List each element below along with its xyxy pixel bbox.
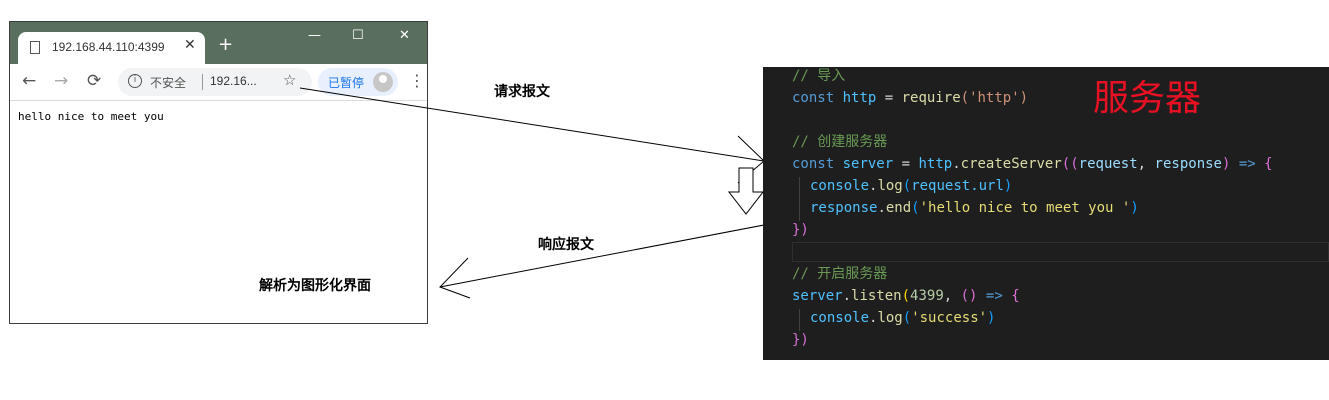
operator: = [884, 90, 894, 106]
keyword: const [792, 90, 835, 106]
function-name: log [877, 178, 903, 194]
paren: ) [987, 310, 996, 326]
keyword: const [792, 156, 835, 172]
punctuation: , [1137, 156, 1147, 172]
punctuation: . [842, 288, 852, 304]
browser-toolbar: ← → ⟳ i 不安全 192.16... ☆ 已暂停 ⋮ [10, 64, 427, 101]
brace: { [1264, 156, 1273, 172]
avatar-icon [373, 72, 393, 92]
tab-close-icon[interactable]: ✕ [184, 37, 196, 53]
new-tab-button[interactable]: + [218, 34, 234, 55]
number: 4399 [910, 288, 944, 304]
indent-guide [799, 309, 800, 331]
identifier: response [810, 200, 878, 216]
string: 'hello nice to meet you ' [919, 200, 1131, 216]
property: .url [970, 178, 1004, 194]
code-editor: 服务器 // 导入 const http = require('http') /… [763, 67, 1329, 360]
string: 'success' [911, 310, 988, 326]
browser-tab[interactable]: 192.168.44.110:4399 ✕ [18, 32, 205, 64]
paren: ) [1003, 178, 1013, 194]
response-arrow [439, 224, 765, 299]
function-name: createServer [960, 156, 1062, 172]
paren: () [960, 288, 978, 304]
profile-button[interactable]: 已暂停 [318, 68, 398, 96]
omnibox-separator [202, 74, 203, 90]
paused-label: 已暂停 [328, 76, 365, 90]
code-line: console.log(request.url) [810, 175, 1012, 197]
function-name: log [877, 310, 903, 326]
code-line: const server = http.createServer((reques… [792, 153, 1273, 175]
maximize-button[interactable]: ☐ [352, 28, 364, 43]
paren: ( [911, 200, 920, 216]
server-title: 服务器 [1093, 78, 1202, 119]
page-content: hello nice to meet you [18, 110, 164, 123]
code-line: }) [792, 219, 809, 241]
function-name: require [901, 90, 961, 106]
identifier: http [842, 90, 877, 106]
punctuation: . [952, 156, 961, 172]
security-status[interactable]: 不安全 [150, 76, 187, 90]
down-arrow-icon [727, 167, 765, 215]
address-bar[interactable]: i 不安全 192.16... ☆ [118, 68, 312, 96]
menu-icon[interactable]: ⋮ [409, 71, 425, 90]
response-label: 响应报文 [538, 237, 594, 253]
paren: ( [901, 288, 911, 304]
document-icon [30, 41, 40, 54]
forward-arrow-icon[interactable]: → [54, 71, 69, 91]
code-line: // 开启服务器 [792, 263, 887, 285]
paren: ( [902, 310, 912, 326]
reload-icon[interactable]: ⟳ [87, 71, 102, 91]
comment: // 开启服务器 [792, 266, 888, 282]
parse-label: 解析为图形化界面 [259, 278, 371, 294]
function-name: end [885, 200, 912, 216]
string: ('http') [960, 90, 1029, 106]
parameter: request [1078, 156, 1138, 172]
brace: }) [792, 222, 809, 238]
browser-window: 192.168.44.110:4399 ✕ + — ☐ ✕ ← → ⟳ i 不安… [9, 21, 428, 324]
tab-strip: 192.168.44.110:4399 ✕ + — ☐ ✕ [10, 22, 427, 64]
request-label: 请求报文 [494, 84, 550, 100]
paren: ) [1221, 156, 1231, 172]
back-arrow-icon[interactable]: ← [22, 71, 37, 91]
close-window-button[interactable]: ✕ [399, 28, 410, 43]
punctuation: , [943, 288, 953, 304]
url-text[interactable]: 192.16... [210, 74, 257, 88]
function-name: listen [851, 288, 902, 304]
paren: ) [1130, 200, 1139, 216]
code-line: server.listen(4399, () => { [792, 285, 1020, 307]
paren: ( [902, 178, 912, 194]
identifier: request [911, 178, 971, 194]
comment: // 创建服务器 [792, 134, 888, 150]
current-line-highlight [792, 242, 1329, 262]
code-line: console.log('success') [810, 307, 995, 329]
tab-title: 192.168.44.110:4399 [52, 40, 165, 54]
punctuation: . [877, 200, 886, 216]
brace: }) [792, 332, 809, 348]
parameter: response [1154, 156, 1222, 172]
info-icon[interactable]: i [128, 74, 142, 88]
operator: = [901, 156, 911, 172]
indent-guide [799, 177, 800, 221]
identifier: server [842, 156, 894, 172]
identifier: http [918, 156, 953, 172]
arrow-operator: => [1238, 156, 1256, 172]
punctuation: . [869, 310, 878, 326]
paren: (( [1061, 156, 1079, 172]
identifier: console [810, 178, 870, 194]
identifier: server [792, 288, 843, 304]
request-arrow [299, 87, 765, 184]
brace: { [1011, 288, 1020, 304]
minimize-button[interactable]: — [308, 28, 321, 43]
identifier: console [810, 310, 870, 326]
code-line: }) [792, 329, 809, 351]
code-line: const http = require('http') [792, 87, 1028, 109]
comment: // 导入 [792, 68, 846, 84]
star-icon[interactable]: ☆ [283, 71, 297, 89]
code-line: // 导入 [792, 67, 845, 87]
punctuation: . [869, 178, 878, 194]
arrow-operator: => [985, 288, 1003, 304]
code-line: response.end('hello nice to meet you ') [810, 197, 1139, 219]
code-line: // 创建服务器 [792, 131, 887, 153]
